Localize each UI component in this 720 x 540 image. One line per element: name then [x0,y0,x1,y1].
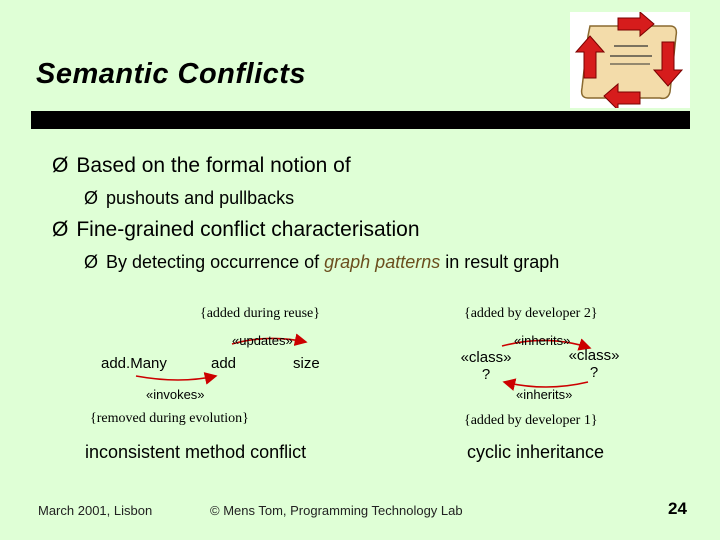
node-addmany: add.Many [101,355,167,372]
invokes-label: «invokes» [146,387,205,402]
right-caption: cyclic inheritance [467,442,605,462]
bullet-arrow-icon: Ø [84,252,99,272]
node-add: add [211,355,237,372]
page-number: 24 [668,499,687,518]
node-size: size [293,355,320,372]
left-caption: inconsistent method conflict [85,442,307,462]
class-node-1: «class» ? [458,349,514,383]
class-node-1-stereotype: «class» [460,349,512,366]
footer-date-location: March 2001, Lisbon [38,503,153,518]
removed-during-evolution-label: {removed during evolution} [90,411,249,426]
class-node-2: «class» ? [566,347,622,381]
bullet-arrow-icon: Ø [52,218,69,241]
updates-arrow [231,333,308,346]
reuse-contract-logo [570,12,690,108]
footer-copyright: © Mens Tom, Programming Technology Lab [210,503,463,518]
inherits-bottom-label: «inherits» [516,387,573,402]
bullet-arrow-icon: Ø [52,154,69,177]
title-divider-bar [31,111,690,129]
invokes-arrow [135,372,218,385]
bullet-arrow-icon: Ø [84,188,99,208]
updates-label: «updates» [232,333,293,348]
class-node-1-name: ? [481,366,491,383]
class-node-2-name: ? [589,364,599,381]
inherits-top-arrow [501,338,592,351]
class-node-2-stereotype: «class» [568,347,620,364]
graph-patterns-emphasis: graph patterns [324,252,441,272]
added-during-reuse-label: {added during reuse} [200,306,320,321]
slide-title: Semantic Conflicts [36,58,307,90]
added-by-developer-2-label: {added by developer 2} [464,306,598,321]
inherits-top-label: «inherits» [514,333,571,348]
added-by-developer-1-label: {added by developer 1} [464,413,598,428]
inherits-bottom-arrow [502,378,589,391]
